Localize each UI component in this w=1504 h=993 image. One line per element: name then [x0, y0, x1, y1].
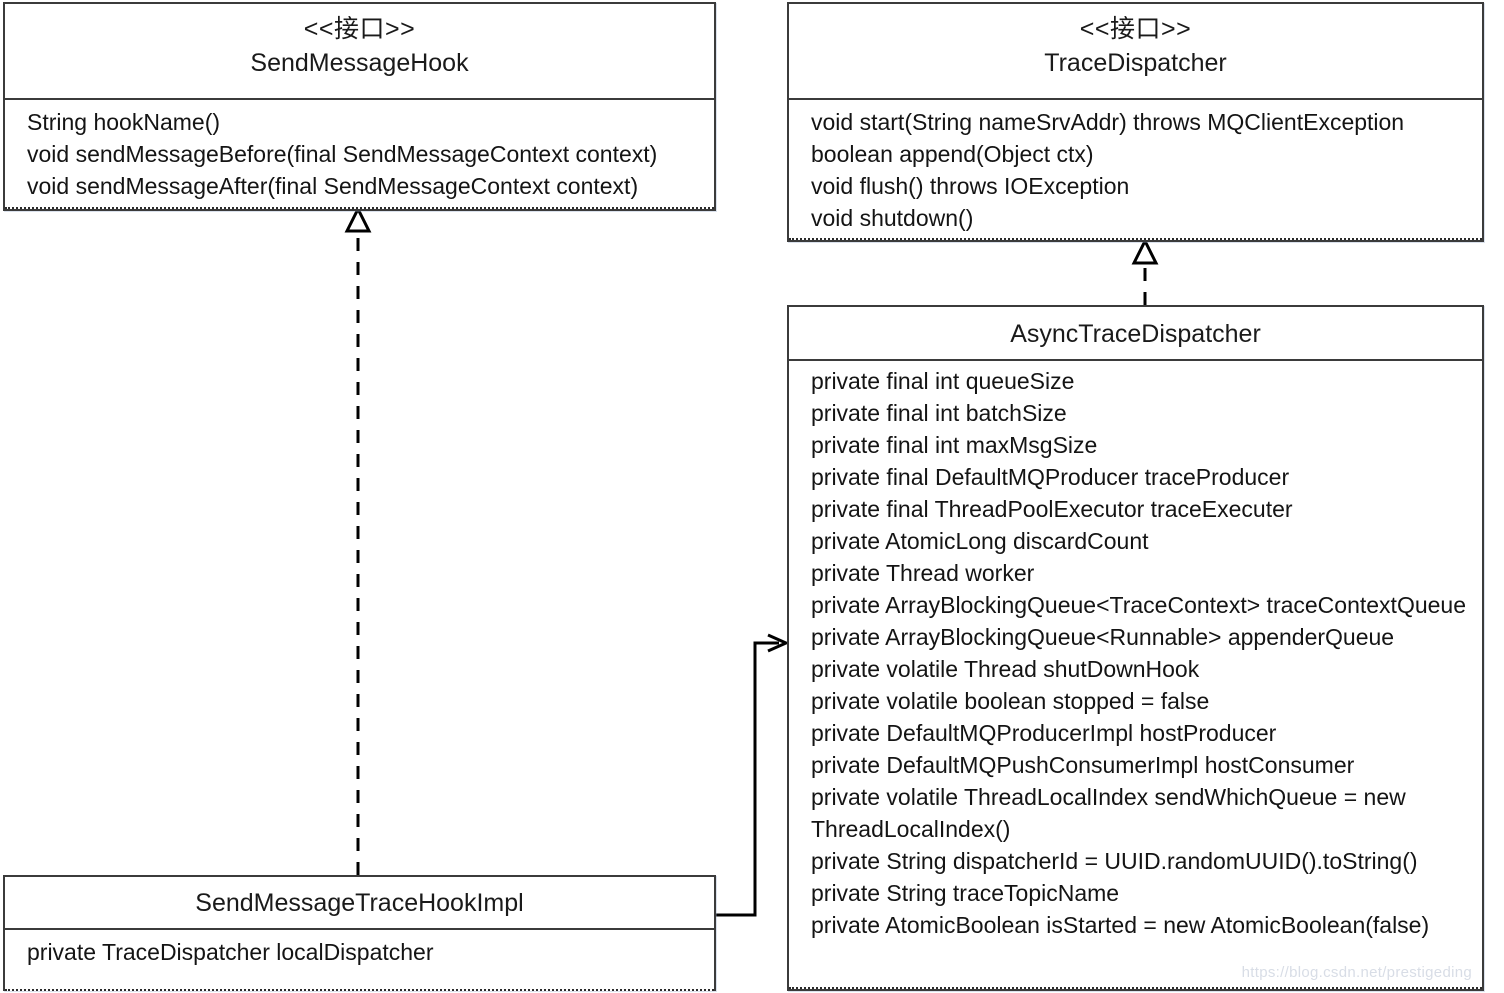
relation-impl-hook: [344, 205, 372, 875]
class-member: private ArrayBlockingQueue<TraceContext>…: [811, 592, 1467, 618]
class-member: private final ThreadPoolExecutor traceEx…: [811, 496, 1293, 522]
class-member: private final int queueSize: [811, 368, 1075, 394]
class-header-async-trace-dispatcher: AsyncTraceDispatcher: [789, 307, 1482, 361]
stereotype-label: <<接口>>: [1079, 15, 1192, 43]
class-member: private DefaultMQPushConsumerImpl hostCo…: [811, 752, 1355, 778]
class-member: private volatile ThreadLocalIndex sendWh…: [811, 784, 1412, 842]
class-header-send-message-trace-hook-impl: SendMessageTraceHookImpl: [5, 877, 714, 930]
class-box-send-message-hook[interactable]: <<接口>> SendMessageHook String hookName()…: [3, 2, 716, 211]
class-box-send-message-trace-hook-impl[interactable]: SendMessageTraceHookImpl private TraceDi…: [3, 875, 716, 991]
class-members-trace-dispatcher: void start(String nameSrvAddr) throws MQ…: [789, 100, 1482, 240]
class-member: void sendMessageAfter(final SendMessageC…: [27, 173, 639, 199]
class-member: private volatile Thread shutDownHook: [811, 656, 1200, 682]
class-member: boolean append(Object ctx): [811, 141, 1094, 167]
class-member: private ArrayBlockingQueue<Runnable> app…: [811, 624, 1395, 650]
class-members-send-message-hook: String hookName() void sendMessageBefore…: [5, 100, 714, 209]
class-member: private Thread worker: [811, 560, 1035, 586]
class-member: private DefaultMQProducerImpl hostProduc…: [811, 720, 1277, 746]
watermark-text: https://blog.csdn.net/prestigeding: [1241, 964, 1472, 981]
class-box-async-trace-dispatcher[interactable]: AsyncTraceDispatcher private final int q…: [787, 305, 1484, 991]
class-member: void sendMessageBefore(final SendMessage…: [27, 141, 658, 167]
class-name-label: AsyncTraceDispatcher: [1010, 320, 1261, 348]
class-name-label: SendMessageHook: [250, 49, 469, 77]
stereotype-label: <<接口>>: [303, 15, 416, 43]
class-header-send-message-hook: <<接口>> SendMessageHook: [5, 4, 714, 100]
relation-async-dispatcher: [1131, 237, 1159, 305]
class-name-label: TraceDispatcher: [1044, 49, 1227, 77]
class-name-label: SendMessageTraceHookImpl: [195, 889, 524, 917]
class-member: private final DefaultMQProducer tracePro…: [811, 464, 1290, 490]
class-member: private final int maxMsgSize: [811, 432, 1098, 458]
class-member: void shutdown(): [811, 205, 974, 231]
relation-hookimpl-uses-async: [716, 633, 790, 917]
class-member: private final int batchSize: [811, 400, 1067, 426]
class-members-send-message-trace-hook-impl: private TraceDispatcher localDispatcher: [5, 930, 714, 991]
class-member: void flush() throws IOException: [811, 173, 1130, 199]
class-member: String hookName(): [27, 109, 221, 135]
class-header-trace-dispatcher: <<接口>> TraceDispatcher: [789, 4, 1482, 100]
class-member: private TraceDispatcher localDispatcher: [27, 939, 434, 965]
class-member: private String dispatcherId = UUID.rando…: [811, 848, 1418, 874]
class-member: void start(String nameSrvAddr) throws MQ…: [811, 109, 1405, 135]
class-member: private AtomicLong discardCount: [811, 528, 1149, 554]
class-members-async-trace-dispatcher: private final int queueSize private fina…: [789, 361, 1482, 989]
class-member: private volatile boolean stopped = false: [811, 688, 1210, 714]
class-member: private AtomicBoolean isStarted = new At…: [811, 912, 1430, 938]
class-box-trace-dispatcher[interactable]: <<接口>> TraceDispatcher void start(String…: [787, 2, 1484, 242]
class-member: private String traceTopicName: [811, 880, 1120, 906]
